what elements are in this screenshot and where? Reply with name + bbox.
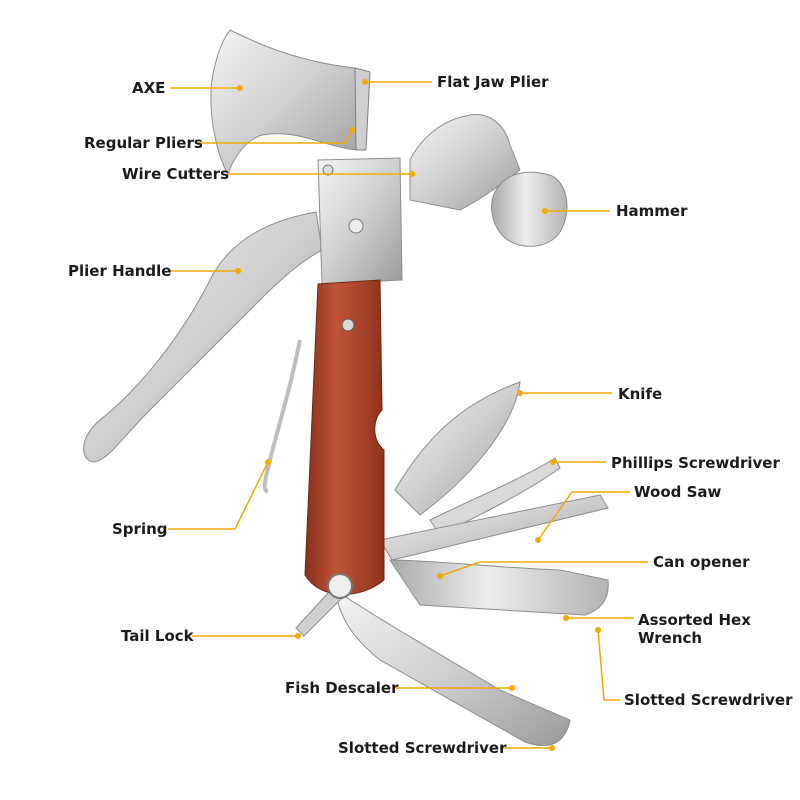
- tail-pivot: [327, 573, 353, 599]
- can-opener-shape: [389, 559, 609, 616]
- leader-lines: [168, 81, 648, 749]
- leader-regular-pliers: [198, 129, 353, 144]
- plier-handle-shape: [83, 211, 323, 463]
- label-regular-pliers: Regular Pliers: [84, 134, 203, 152]
- label-tail-lock: Tail Lock: [121, 627, 194, 645]
- flat-jaw-plier-shape: [354, 67, 371, 151]
- leader-dots: [235, 79, 601, 751]
- leader-spring: [168, 461, 269, 530]
- label-axe: AXE: [132, 79, 166, 97]
- label-wire-cutters: Wire Cutters: [122, 165, 230, 183]
- phillips-screwdriver-shape: [429, 457, 561, 536]
- leader-can-opener: [439, 561, 648, 577]
- label-plier-handle: Plier Handle: [68, 262, 172, 280]
- label-assorted-hex-wrench-line2: Wrench: [638, 629, 703, 647]
- wood-saw-shape: [379, 494, 609, 561]
- knife-shape: [394, 381, 521, 516]
- mid-rivet: [348, 218, 364, 234]
- label-hammer: Hammer: [616, 202, 688, 220]
- label-fish-descaler: Fish Descaler: [285, 679, 399, 697]
- wood-handle-shape: [304, 279, 385, 595]
- top-rivet: [322, 164, 334, 176]
- handle-screw: [341, 318, 355, 332]
- label-knife: Knife: [618, 385, 663, 403]
- label-can-opener: Can opener: [653, 553, 750, 571]
- axe-head-shape: [210, 29, 363, 177]
- label-spring: Spring: [112, 520, 168, 538]
- leader-slotted-screwdriver-right: [597, 629, 620, 701]
- fish-descaler-shape: [334, 588, 571, 746]
- label-slotted-screwdriver-right: Slotted Screwdriver: [624, 691, 793, 709]
- label-assorted-hex-wrench-line1: Assorted Hex: [638, 611, 751, 629]
- label-flat-jaw-plier: Flat Jaw Plier: [437, 73, 549, 91]
- label-phillips-screwdriver: Phillips Screwdriver: [611, 454, 780, 472]
- label-slotted-screwdriver-bottom: Slotted Screwdriver: [338, 739, 507, 757]
- leader-wood-saw: [537, 491, 630, 541]
- label-wood-saw: Wood Saw: [634, 483, 722, 501]
- spring-shape: [262, 339, 302, 494]
- hammer-neck-shape: [409, 114, 521, 211]
- hammer-head-shape: [491, 171, 568, 247]
